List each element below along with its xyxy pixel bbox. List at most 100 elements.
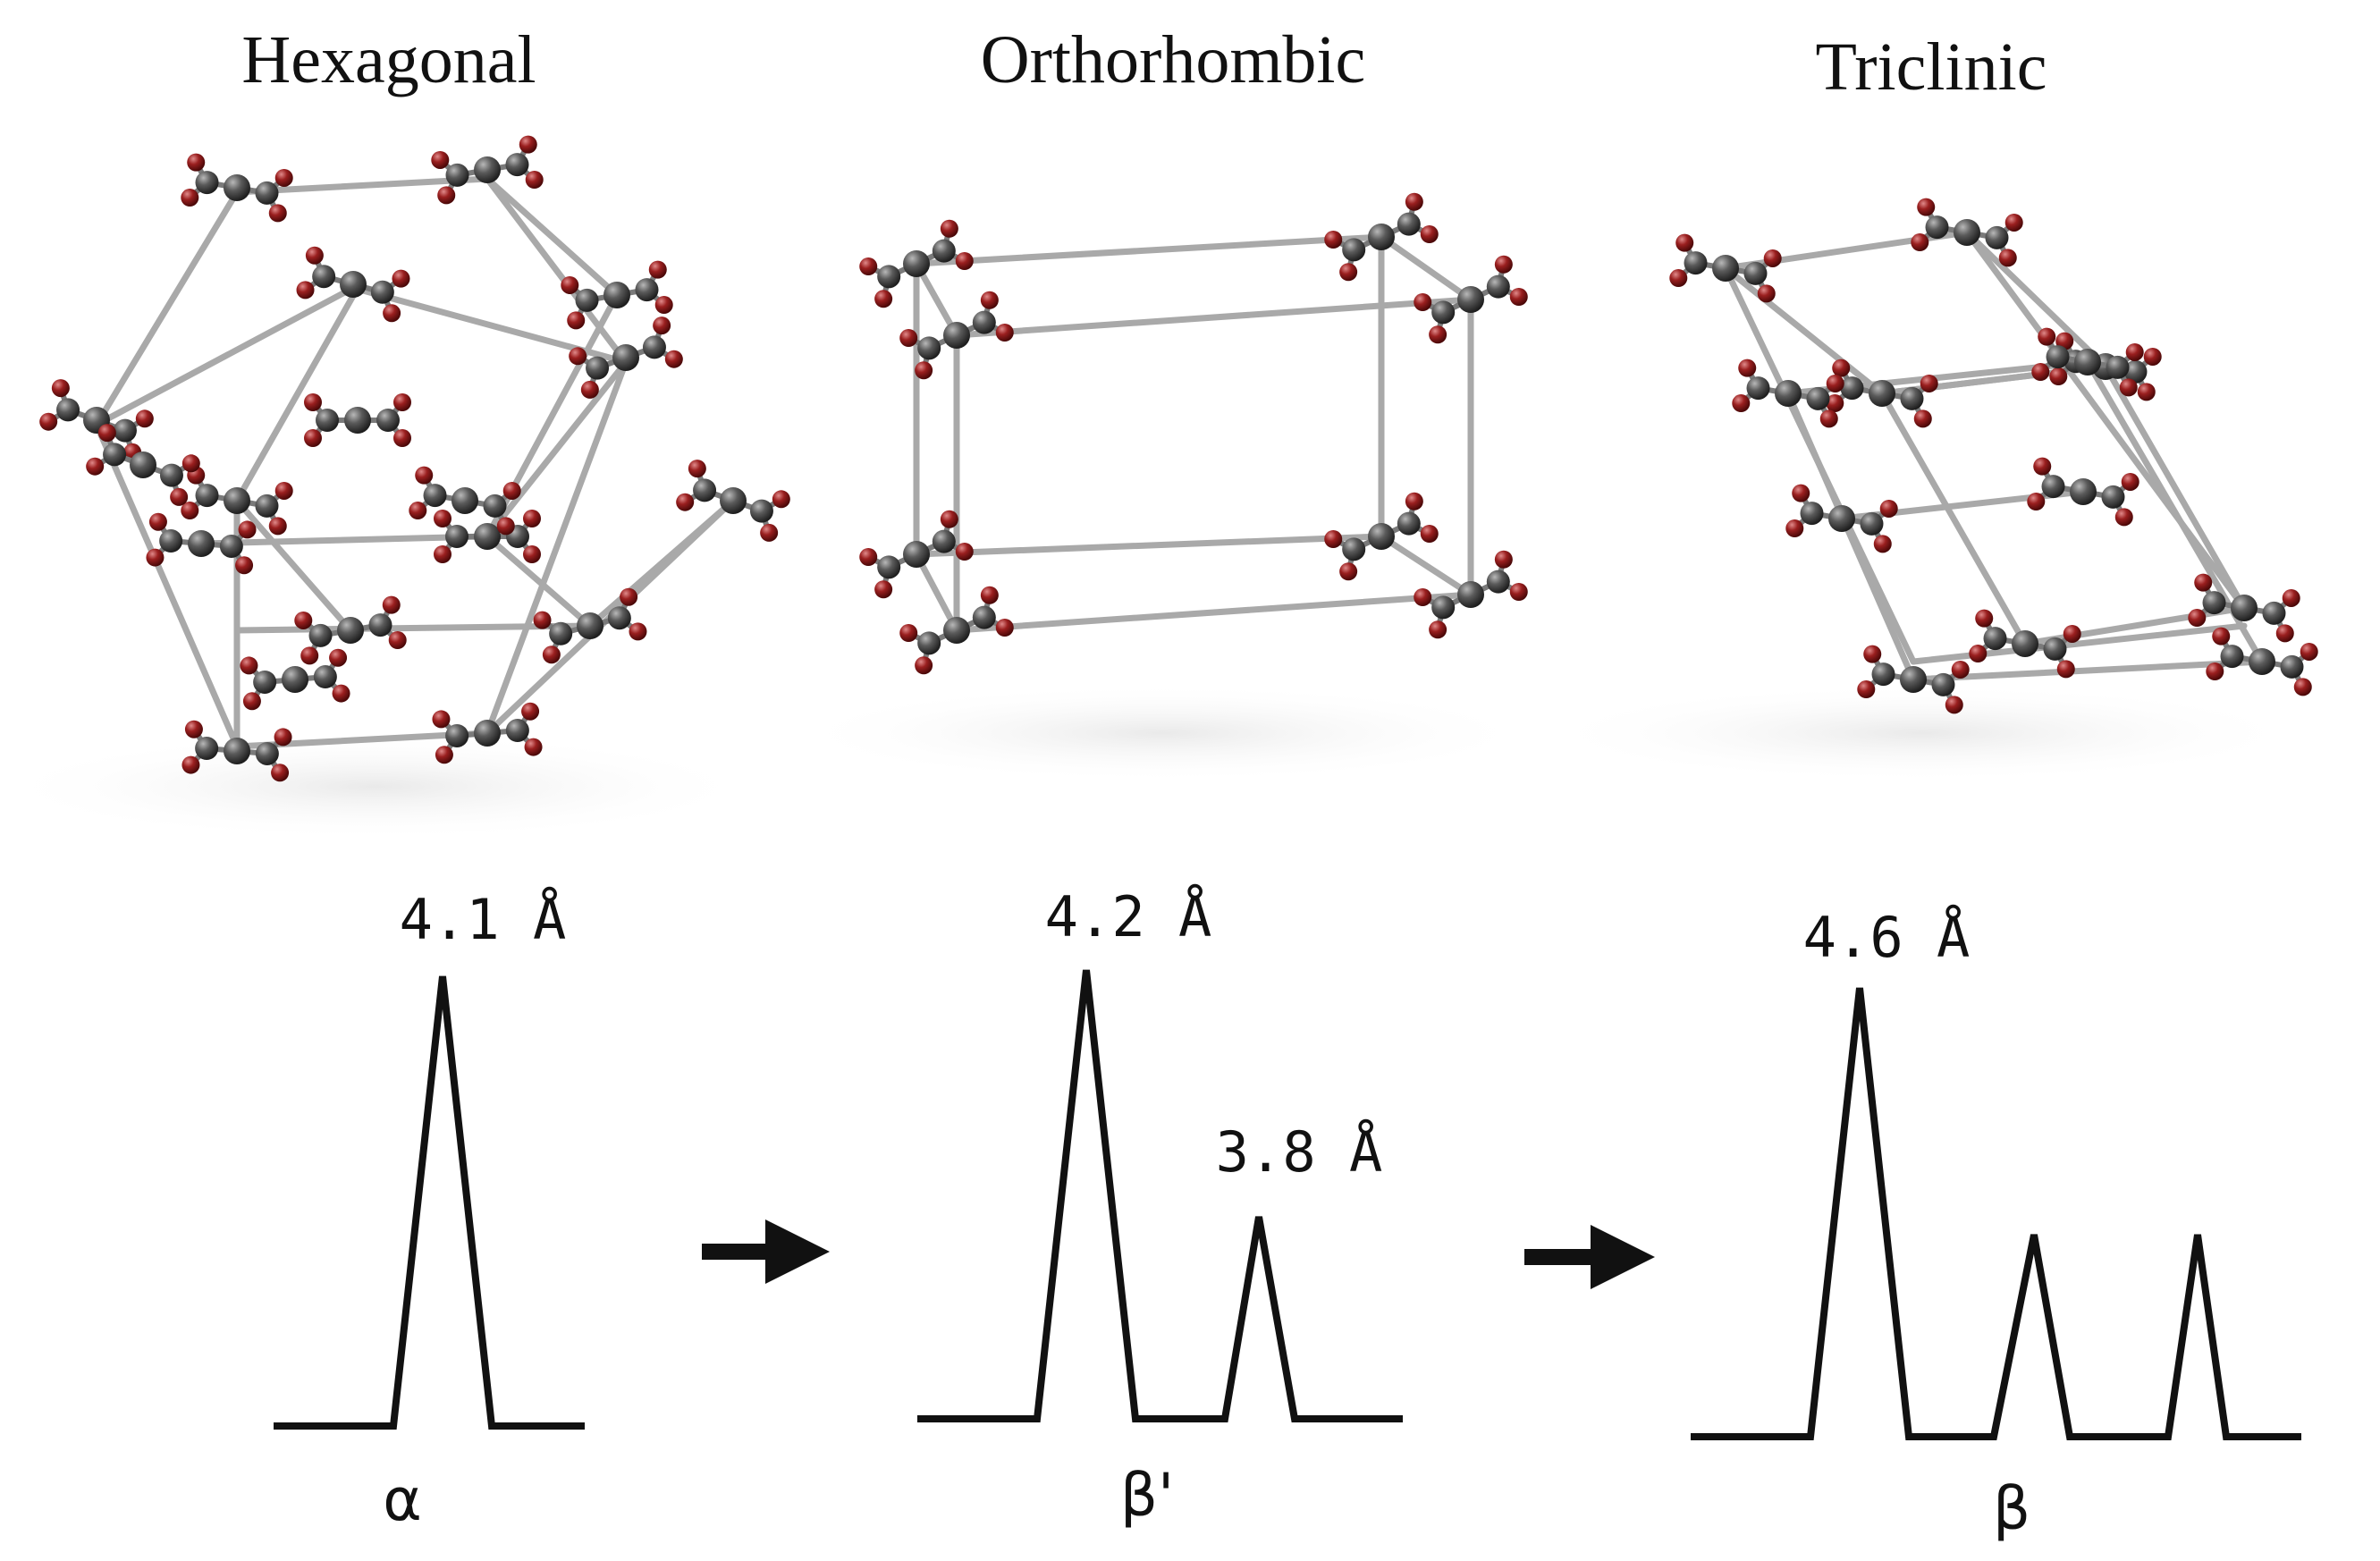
carbon-atom [2012,630,2038,657]
oxygen-atom [304,429,322,447]
oxygen-atom [2206,662,2224,681]
carbon-atom [1800,502,1824,526]
diffraction-pattern: 4.2 Å3.8 Åβ' [917,884,1403,1530]
oxygen-atom [1917,198,1936,216]
carbon-atom [1900,666,1927,693]
carbon-atom [607,606,631,630]
carbon-atom [452,487,478,514]
carbon-atom [972,310,996,334]
molecule [2027,457,2139,527]
oxygen-atom [496,517,515,536]
orthorhombic-lattice-frame [911,233,1481,634]
oxygen-atom [1494,550,1513,569]
oxygen-atom [524,738,543,756]
oxygen-atom [915,656,933,675]
oxygen-atom [1405,492,1423,510]
oxygen-atom [304,393,322,411]
carbon-atom [195,737,219,761]
molecule [561,260,673,330]
molecule [1911,198,2023,267]
oxygen-atom [874,580,893,599]
diffraction-trace [917,969,1403,1422]
carbon-atom [56,398,80,422]
molecule [899,291,1014,380]
oxygen-atom [980,291,999,309]
oxygen-atom [1832,359,1851,377]
oxygen-atom [431,150,450,169]
oxygen-atom [859,257,878,276]
molecule [1826,359,1938,428]
carbon-atom [1684,251,1708,275]
triclinic-floor-shadow [1538,684,2307,782]
carbon-atom [370,280,394,304]
oxygen-atom [437,186,456,205]
carbon-atom [130,451,156,478]
oxygen-atom [654,296,673,315]
molecule [181,153,293,223]
oxygen-atom [268,204,287,223]
oxygen-atom [2188,609,2207,628]
carbon-atom [308,623,333,647]
carbon-atom [159,529,183,553]
oxygen-atom [1826,374,1844,392]
oxygen-atom [435,746,453,764]
molecule [181,720,292,782]
phase-label: β' [1120,1461,1174,1530]
oxygen-atom [1738,359,1757,377]
carbon-atom [2262,601,2286,625]
molecule [146,512,257,575]
oxygen-atom [569,347,587,366]
molecule [899,586,1014,675]
oxygen-atom [760,523,779,542]
carbon-atom [603,282,630,308]
molecule [181,466,293,536]
carbon-atom [2280,654,2304,679]
oxygen-atom [2031,363,2050,382]
carbon-atom [1869,380,1895,407]
oxygen-atom [567,311,586,330]
oxygen-atom [874,290,893,308]
carbon-atom [340,271,367,298]
carbon-atom [2046,345,2070,369]
oxygen-atom [238,520,257,539]
molecule [1414,255,1528,344]
oxygen-atom [1873,535,1892,553]
carbon-atom [2123,359,2148,384]
oxygen-atom [271,764,290,782]
oxygen-atom [542,645,561,664]
carbon-atom [1457,286,1484,313]
carbon-atom [943,617,970,644]
oxygen-atom [1324,231,1343,249]
oxygen-atom [2282,588,2300,607]
molecule [2188,573,2300,643]
molecule [859,219,974,308]
oxygen-atom [1998,249,2017,267]
carbon-atom [932,239,956,263]
molecule [859,510,974,599]
carbon-atom [255,494,279,518]
molecule [304,393,411,447]
carbon-atom [2043,637,2067,661]
carbon-atom [749,499,773,523]
oxygen-atom [533,611,552,629]
oxygen-atom [1785,519,1804,538]
triclinic-title: Triclinic [1816,30,2047,105]
carbon-atom [1486,570,1510,594]
oxygen-atom [392,269,410,288]
oxygen-atom [523,545,541,563]
oxygen-atom [170,487,189,506]
oxygen-atom [1494,255,1513,274]
oxygen-atom [502,481,521,500]
oxygen-atom [995,618,1014,637]
carbon-atom [877,555,901,579]
phase-label: α [383,1465,422,1534]
carbon-atom [423,484,447,508]
carbon-atom [445,163,469,187]
oxygen-atom [1879,499,1898,518]
carbon-atom [224,487,250,514]
oxygen-atom [955,542,974,561]
oxygen-atom [2275,624,2294,643]
oxygen-atom [2293,678,2312,696]
oxygen-atom [148,512,167,531]
